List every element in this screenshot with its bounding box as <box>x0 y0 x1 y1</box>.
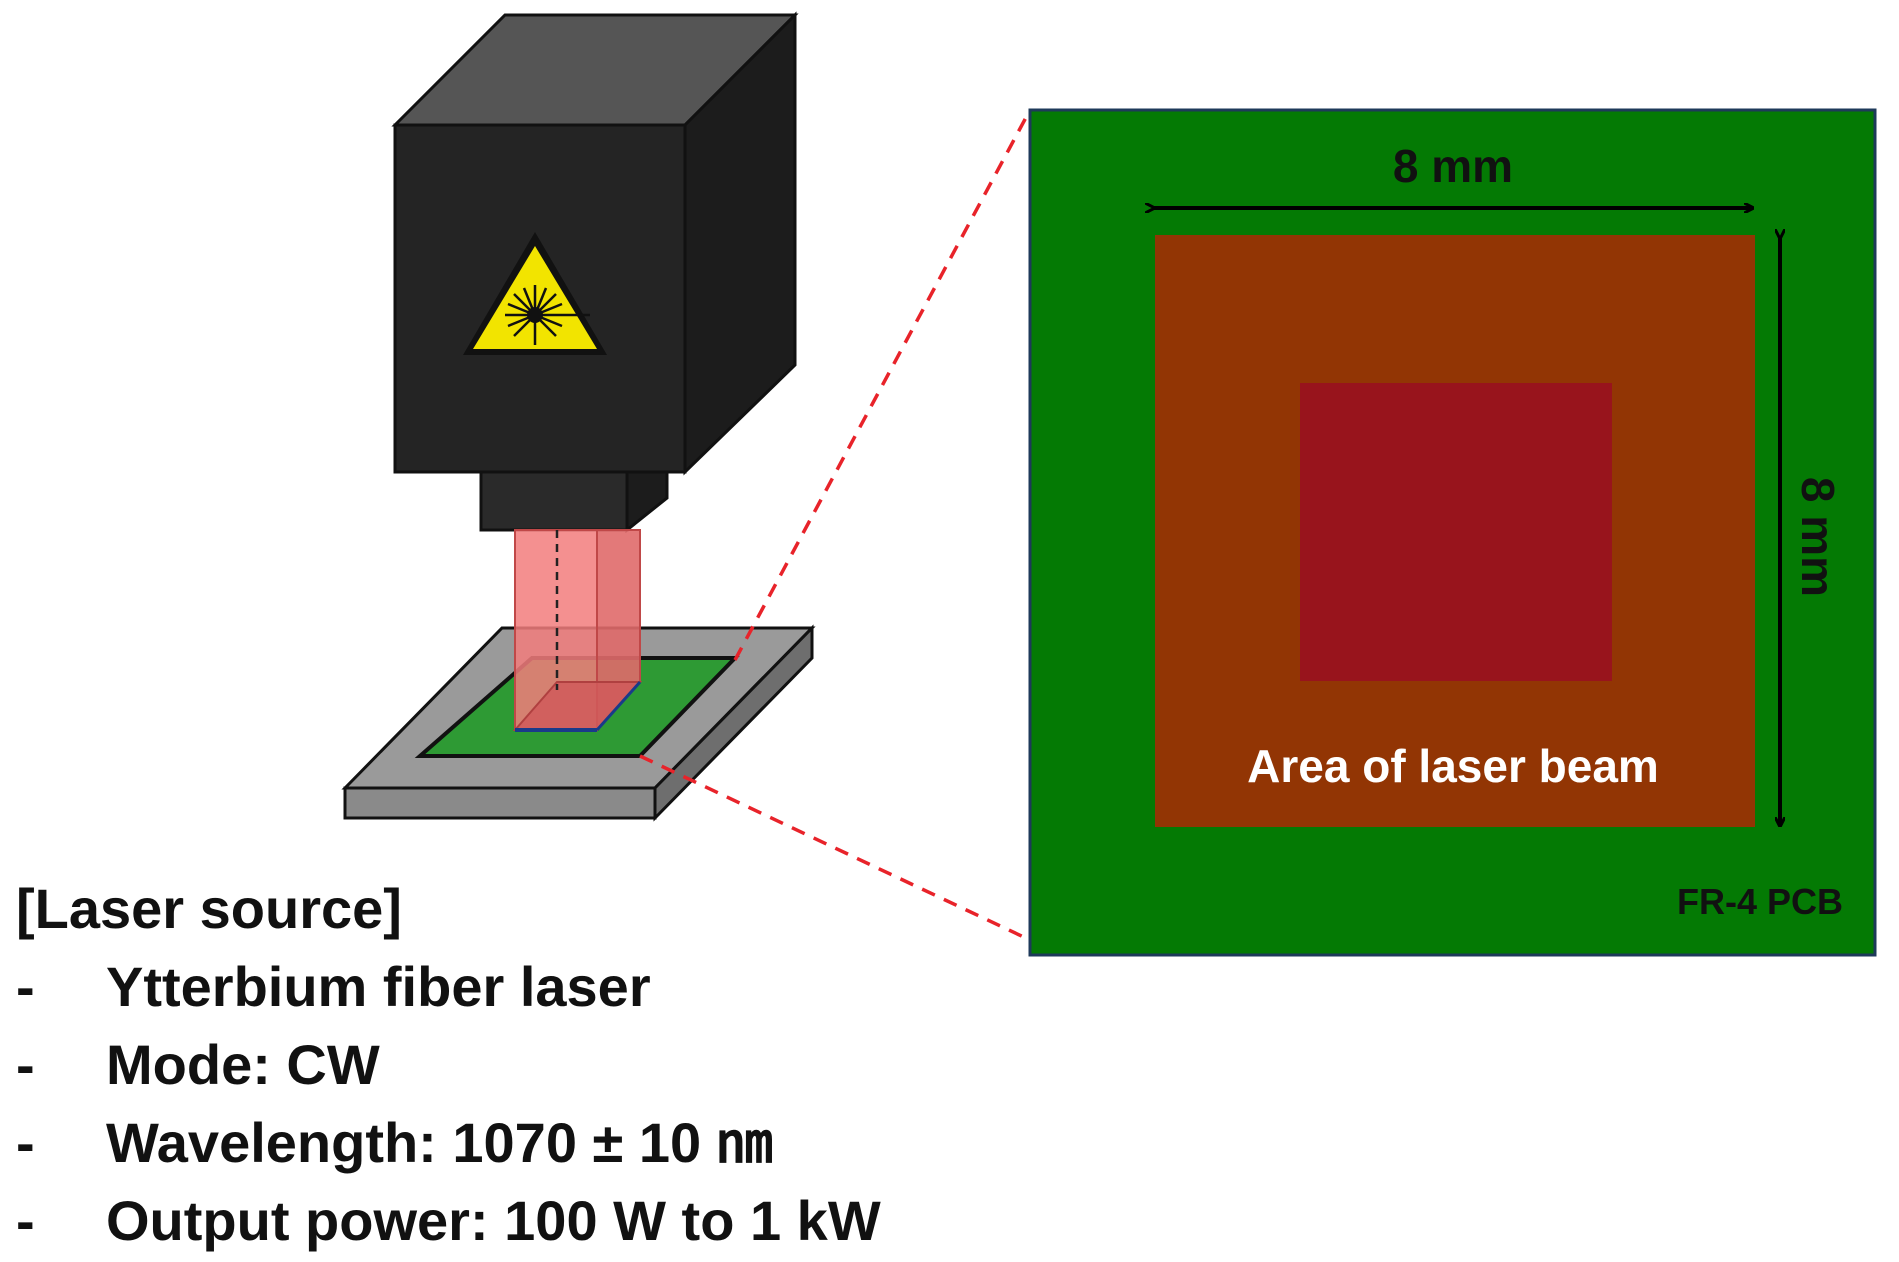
stage-side <box>653 624 814 822</box>
laser-beam <box>512 529 643 733</box>
pcb-label: FR-4 PCB <box>1677 881 1843 922</box>
laser-source-spec: [Laser source] - Ytterbium fiber laser -… <box>16 870 881 1260</box>
spec-bullet: - <box>16 1189 35 1252</box>
laser-nozzle <box>479 470 669 534</box>
laser-head <box>391 11 799 476</box>
width-label: 8 mm <box>1393 140 1513 192</box>
spec-bullet: - <box>16 1033 35 1096</box>
spec-item-text: Ytterbium fiber laser <box>106 955 651 1018</box>
spec-heading: [Laser source] <box>16 877 402 940</box>
spec-bullet: - <box>16 1111 35 1174</box>
spec-item-text: Output power: 100 W to 1 kW <box>106 1189 881 1252</box>
spec-item: - Mode: CW <box>16 1026 881 1104</box>
spec-item: - Wavelength: 1070 ± 10 ㎚ <box>16 1104 881 1182</box>
beam-area-label: Area of laser beam <box>1247 740 1659 792</box>
spec-item: - Ytterbium fiber laser <box>16 948 881 1026</box>
beam-core <box>1300 383 1612 681</box>
laser-hazard-icon <box>463 232 607 355</box>
spec-item-text: Wavelength: 1070 ± 10 ㎚ <box>106 1111 773 1174</box>
spec-item: - Output power: 100 W to 1 kW <box>16 1182 881 1260</box>
height-label: 8 mm <box>1792 477 1844 597</box>
spec-item-text: Mode: CW <box>106 1033 380 1096</box>
stage-front <box>343 786 657 820</box>
zoom-guide-lines <box>639 109 1032 942</box>
spec-bullet: - <box>16 955 35 1018</box>
zoom-view: 8 mm 8 mm Area of laser beam FR-4 PCB <box>1028 108 1877 957</box>
